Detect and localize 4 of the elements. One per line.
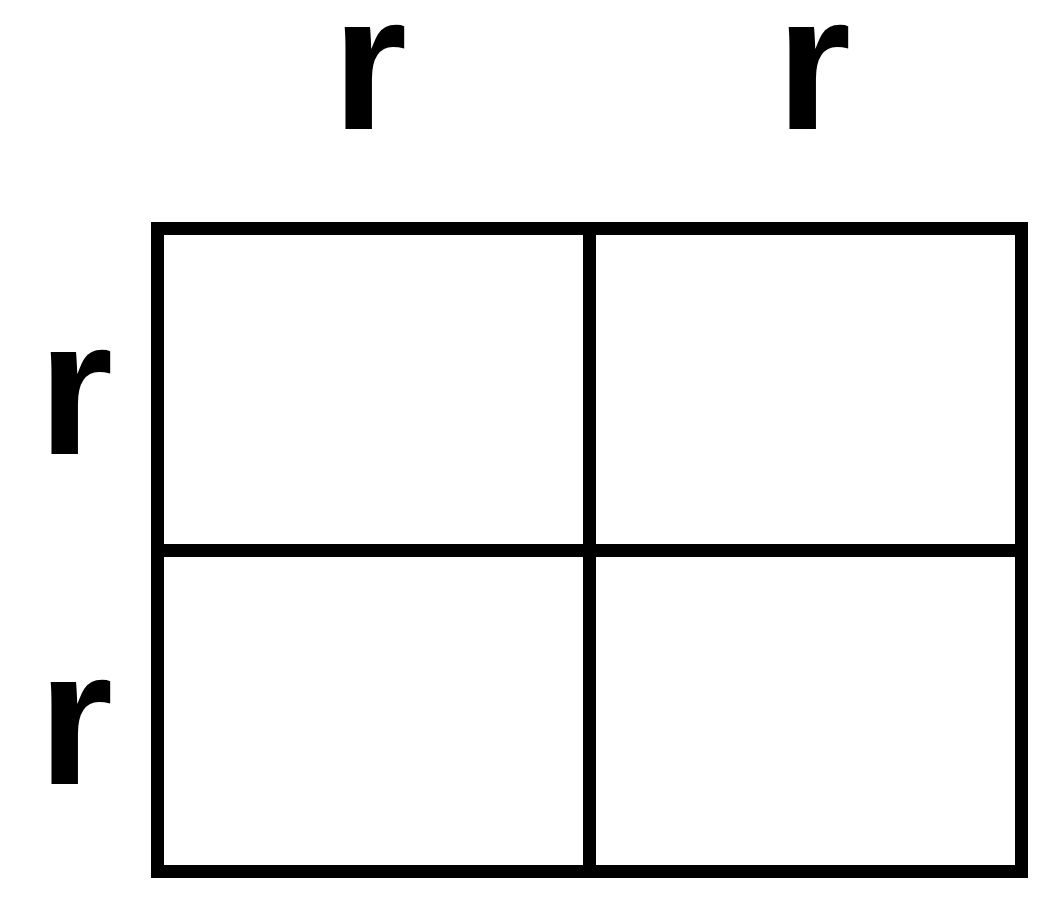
column-allele-label: r (776, 0, 852, 129)
column-allele-label: r (332, 0, 408, 129)
row-allele-label: r (38, 652, 114, 784)
row-allele-label: r (38, 322, 114, 454)
